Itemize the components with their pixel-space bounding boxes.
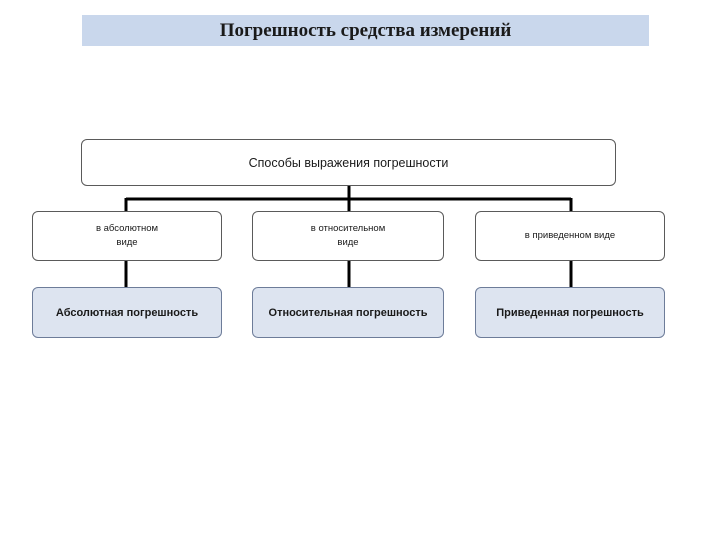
result-node-label: Абсолютная погрешность <box>55 306 199 319</box>
title-banner: Погрешность средства измерений <box>82 15 649 46</box>
mode-node-label: в приведенном виде <box>524 230 616 241</box>
result-node-relative-error: Относительная погрешность <box>252 287 444 338</box>
mode-node-label: в абсолютном виде <box>95 223 159 248</box>
mode-node-label: в относительном виде <box>310 223 386 248</box>
mode-node-relative: в относительном виде <box>252 211 444 261</box>
page-title: Погрешность средства измерений <box>219 19 512 41</box>
mode-node-absolute: в абсолютном виде <box>32 211 222 261</box>
mode-node-reduced: в приведенном виде <box>475 211 665 261</box>
result-node-reduced-error: Приведенная погрешность <box>475 287 665 338</box>
result-node-label: Приведенная погрешность <box>496 306 644 319</box>
result-node-absolute-error: Абсолютная погрешность <box>32 287 222 338</box>
root-node: Способы выражения погрешности <box>81 139 616 186</box>
result-node-label: Относительная погрешность <box>268 306 428 319</box>
root-node-label: Способы выражения погрешности <box>248 155 449 170</box>
